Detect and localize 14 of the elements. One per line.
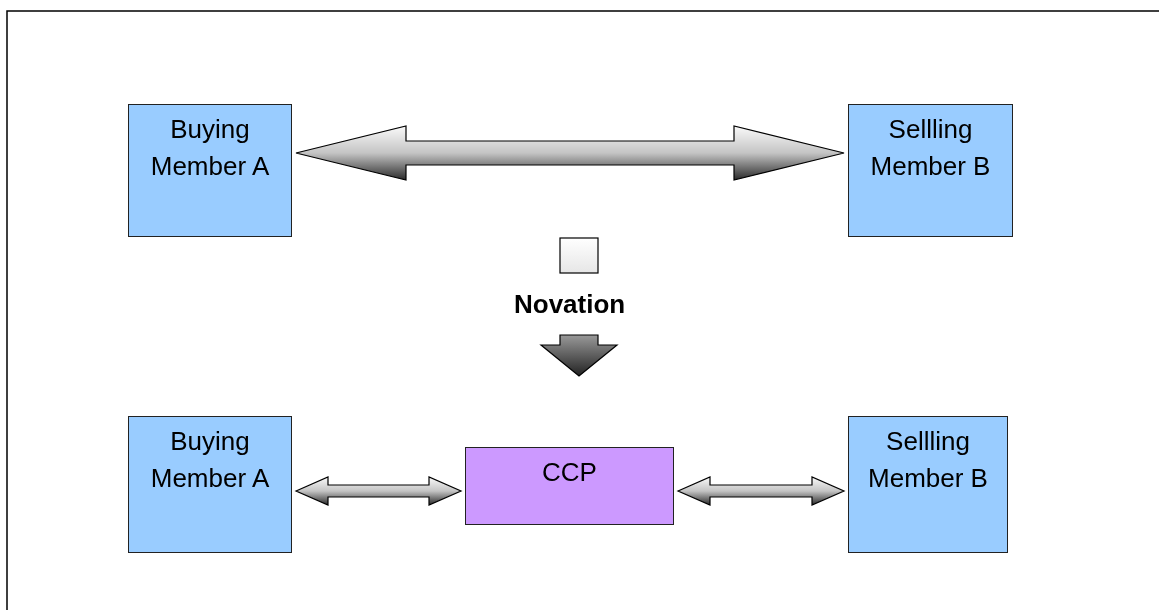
double-block-arrow	[676, 476, 846, 506]
node-label: Buying Member A	[149, 425, 271, 495]
process-label: Novation	[514, 289, 626, 320]
double-block-arrow	[294, 476, 463, 506]
node-label: Buying Member A	[149, 113, 271, 183]
party-box	[128, 416, 292, 553]
party-box	[848, 416, 1008, 553]
party-box	[128, 104, 292, 237]
node-label: Sellling Member B	[869, 113, 992, 183]
node-label: CCP	[542, 456, 597, 489]
party-box	[848, 104, 1013, 237]
node-label: Sellling Member B	[867, 425, 989, 495]
double-block-arrow	[295, 125, 845, 181]
process-box	[465, 447, 674, 525]
